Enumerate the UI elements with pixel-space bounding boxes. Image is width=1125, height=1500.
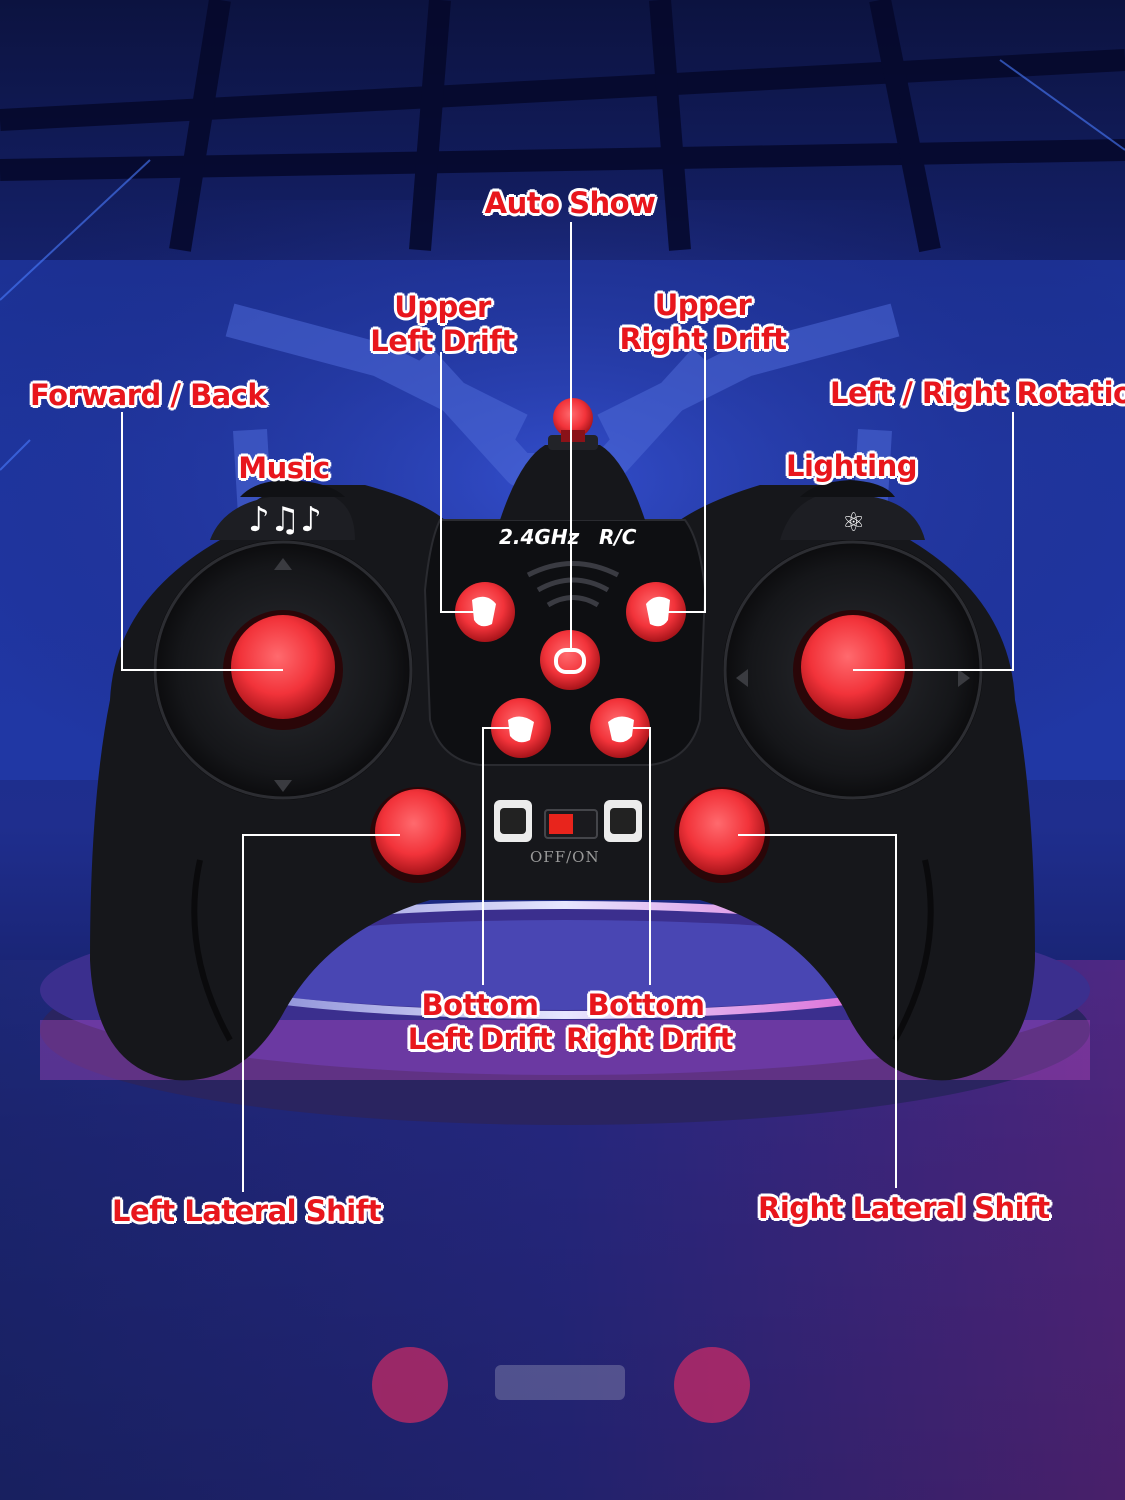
bottom-left-drift-button[interactable] xyxy=(491,698,551,758)
speaker-icon xyxy=(526,561,620,608)
callout-bottom-left-drift: Bottom Left Drift xyxy=(407,988,553,1056)
ceiling-beams xyxy=(0,0,1125,253)
frequency-text: 2.4GHz xyxy=(499,525,580,549)
right-lateral-shift-button[interactable] xyxy=(674,787,770,883)
callout-left-right-rotation: Left / Right Rotation xyxy=(830,376,1125,410)
callout-forward-back: Forward / Back xyxy=(30,378,267,412)
light-rays xyxy=(0,59,1125,471)
music-notes-icon: ♪♫♪ xyxy=(248,500,322,540)
callout-auto-show: Auto Show xyxy=(484,186,656,220)
callout-music: Music xyxy=(238,451,330,485)
callout-upper-right-drift: Upper Right Drift xyxy=(619,288,787,356)
rc-text: R/C xyxy=(599,525,637,549)
power-switch[interactable] xyxy=(494,800,642,842)
callout-left-lateral-shift: Left Lateral Shift xyxy=(112,1194,382,1228)
callout-lighting: Lighting xyxy=(786,449,918,483)
callout-right-lateral-shift: Right Lateral Shift xyxy=(758,1191,1050,1225)
callout-upper-left-drift: Upper Left Drift xyxy=(370,290,515,358)
left-lateral-shift-button[interactable] xyxy=(370,787,466,883)
callout-lines xyxy=(121,222,1014,1192)
upper-left-drift-button[interactable] xyxy=(455,582,515,642)
bottom-right-drift-button[interactable] xyxy=(590,698,650,758)
platform-center xyxy=(165,920,965,1010)
switch-label: OFF/ON xyxy=(530,848,600,866)
reflection xyxy=(372,1347,750,1423)
upper-right-drift-button[interactable] xyxy=(626,582,686,642)
callout-bottom-right-drift: Bottom Right Drift xyxy=(566,988,733,1056)
light-icon: ⚛ xyxy=(842,508,866,538)
antenna-led xyxy=(553,398,593,442)
